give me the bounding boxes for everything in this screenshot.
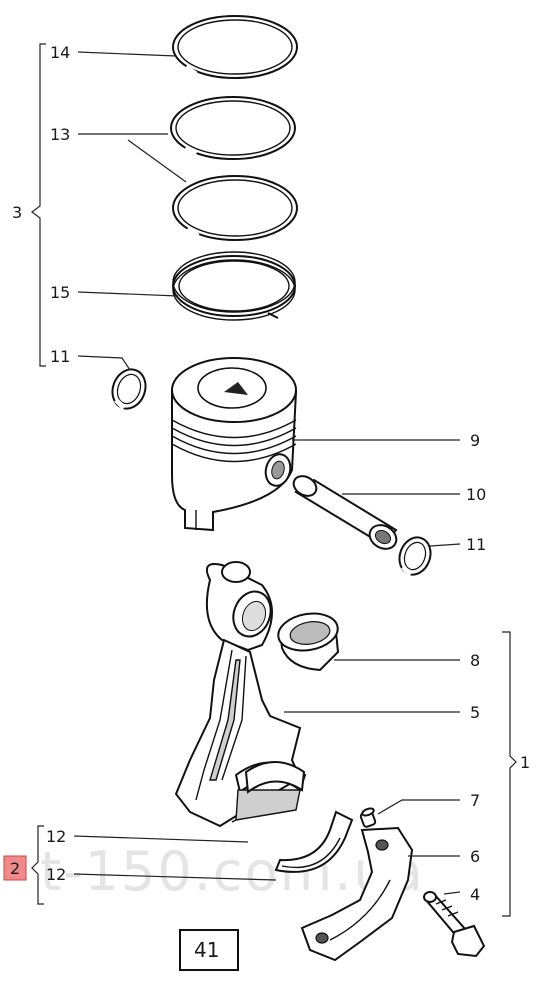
callout-6: 6 bbox=[470, 847, 480, 866]
ring-oil-scraper[interactable] bbox=[172, 251, 296, 321]
piston-pin[interactable] bbox=[290, 472, 401, 553]
callout-7: 7 bbox=[470, 791, 480, 810]
callout-11-right: 11 bbox=[466, 535, 486, 554]
page-number-box: 41 bbox=[179, 929, 239, 971]
callout-10: 10 bbox=[466, 485, 486, 504]
dowel-pin[interactable] bbox=[359, 807, 377, 828]
callout-5: 5 bbox=[470, 703, 480, 722]
callout-8: 8 bbox=[470, 651, 480, 670]
ring-compression-3[interactable] bbox=[172, 175, 298, 241]
page-number: 41 bbox=[194, 938, 219, 962]
bearing-shell-lower[interactable] bbox=[274, 810, 354, 873]
ring-compression-2[interactable] bbox=[170, 96, 296, 160]
brace-group-1 bbox=[502, 631, 517, 917]
leader-lines bbox=[73, 51, 461, 895]
brace-group-3 bbox=[31, 43, 46, 367]
callout-12-lower: 12 bbox=[46, 865, 66, 884]
callout-9: 9 bbox=[470, 431, 480, 450]
callout-14: 14 bbox=[50, 43, 70, 62]
snap-ring-right[interactable] bbox=[394, 533, 435, 579]
callout-11-left: 11 bbox=[50, 347, 70, 366]
callout-15: 15 bbox=[50, 283, 70, 302]
connecting-rod[interactable] bbox=[174, 561, 307, 828]
brace-group-2 bbox=[31, 825, 44, 905]
callout-4: 4 bbox=[470, 885, 480, 904]
callout-2-highlight bbox=[3, 855, 27, 881]
callout-12-upper: 12 bbox=[46, 827, 66, 846]
bearing-shell-upper[interactable] bbox=[244, 761, 306, 794]
callout-1: 1 bbox=[520, 753, 530, 772]
ring-compression-top[interactable] bbox=[172, 15, 298, 79]
watermark-text: t-150.com.ua bbox=[40, 840, 425, 903]
callout-13: 13 bbox=[50, 125, 70, 144]
small-end-bushing[interactable] bbox=[275, 609, 340, 672]
callout-3: 3 bbox=[12, 203, 22, 222]
connecting-rod-bolt[interactable] bbox=[423, 891, 486, 958]
callout-2[interactable]: 2 bbox=[10, 859, 20, 878]
piston[interactable] bbox=[171, 357, 298, 532]
connecting-rod-cap[interactable] bbox=[300, 826, 414, 962]
snap-ring-left[interactable] bbox=[107, 365, 151, 414]
